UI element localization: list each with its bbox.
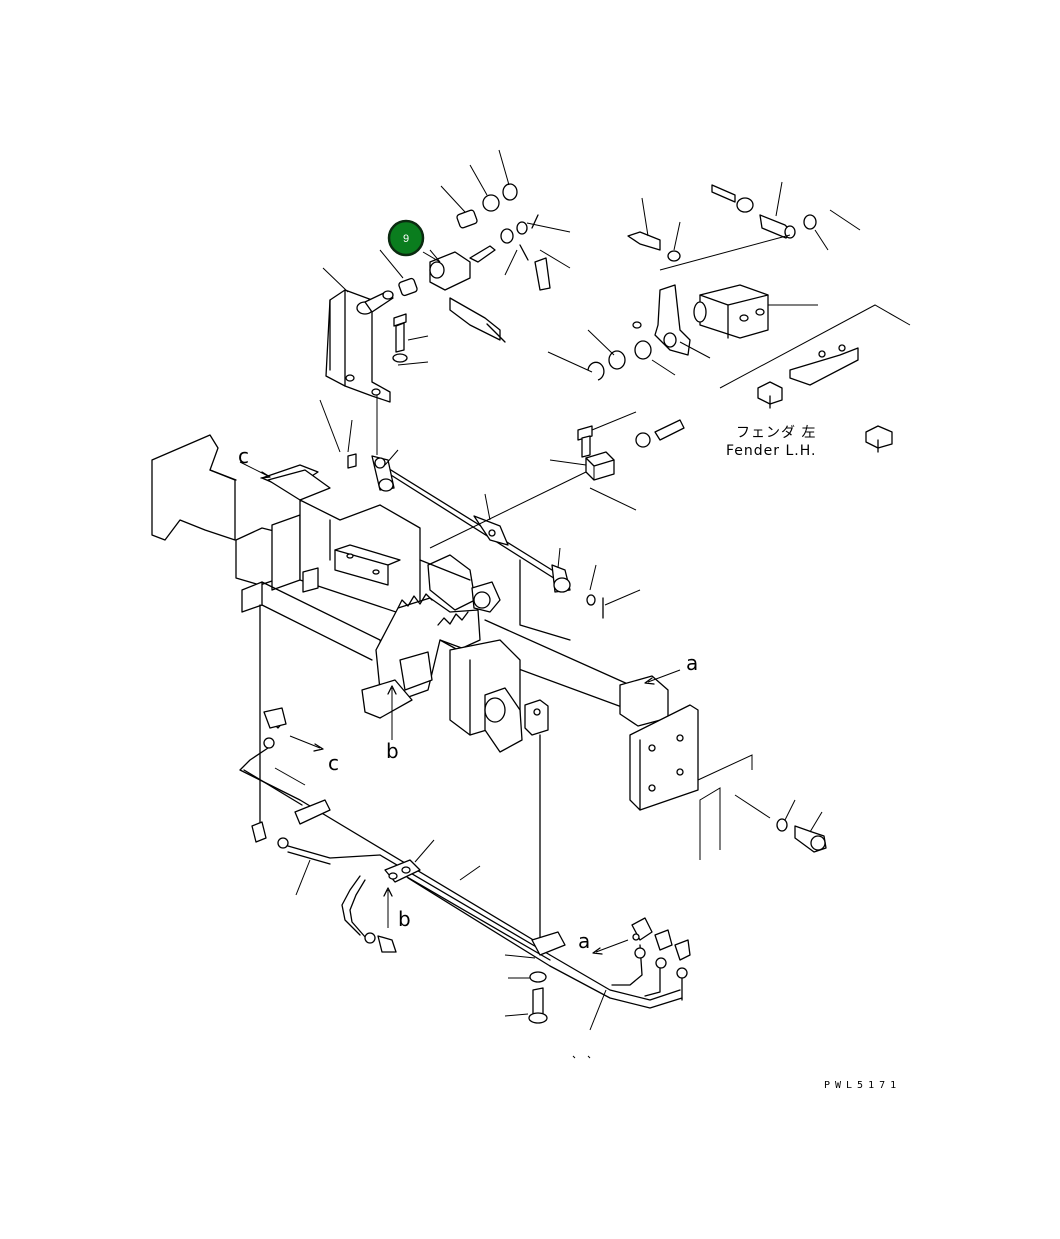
lever-bracket [325, 289, 394, 403]
hose-fittings-right [611, 917, 691, 1001]
ratchet-gear [361, 554, 501, 719]
callout-number: 9 [403, 233, 409, 245]
ref-b-upper: b [386, 739, 399, 763]
right-frame [259, 559, 753, 946]
fender-outline: フェンダ 左 Fender L.H. [719, 304, 911, 459]
pivot-block [429, 411, 685, 549]
fender-label-jp: フェンダ 左 [736, 425, 816, 441]
hose-lines [239, 707, 683, 1031]
ref-b-lower: b [398, 907, 411, 931]
drawing-code: PWL5171 [824, 1080, 901, 1091]
top-right-fasteners [627, 181, 861, 271]
reference-markers: c a b c b a [238, 444, 698, 955]
ref-a-upper: a [686, 651, 698, 675]
callout-9[interactable]: 9 [387, 219, 441, 263]
bottom-marks [572, 1055, 591, 1059]
ref-c-upper: c [238, 444, 249, 468]
main-frame [151, 434, 421, 671]
linkage-rod-upper [319, 395, 641, 619]
ref-a-lower: a [578, 929, 590, 953]
switch-lever [547, 284, 711, 381]
small-pins [449, 214, 551, 343]
bracket-bolt [392, 313, 408, 363]
ref-c-lower: c [328, 751, 339, 775]
leader-lines-top [322, 149, 571, 366]
fender-label-en: Fender L.H. [726, 443, 816, 459]
switch-box [693, 284, 818, 339]
lower-bolt-right [734, 794, 827, 853]
